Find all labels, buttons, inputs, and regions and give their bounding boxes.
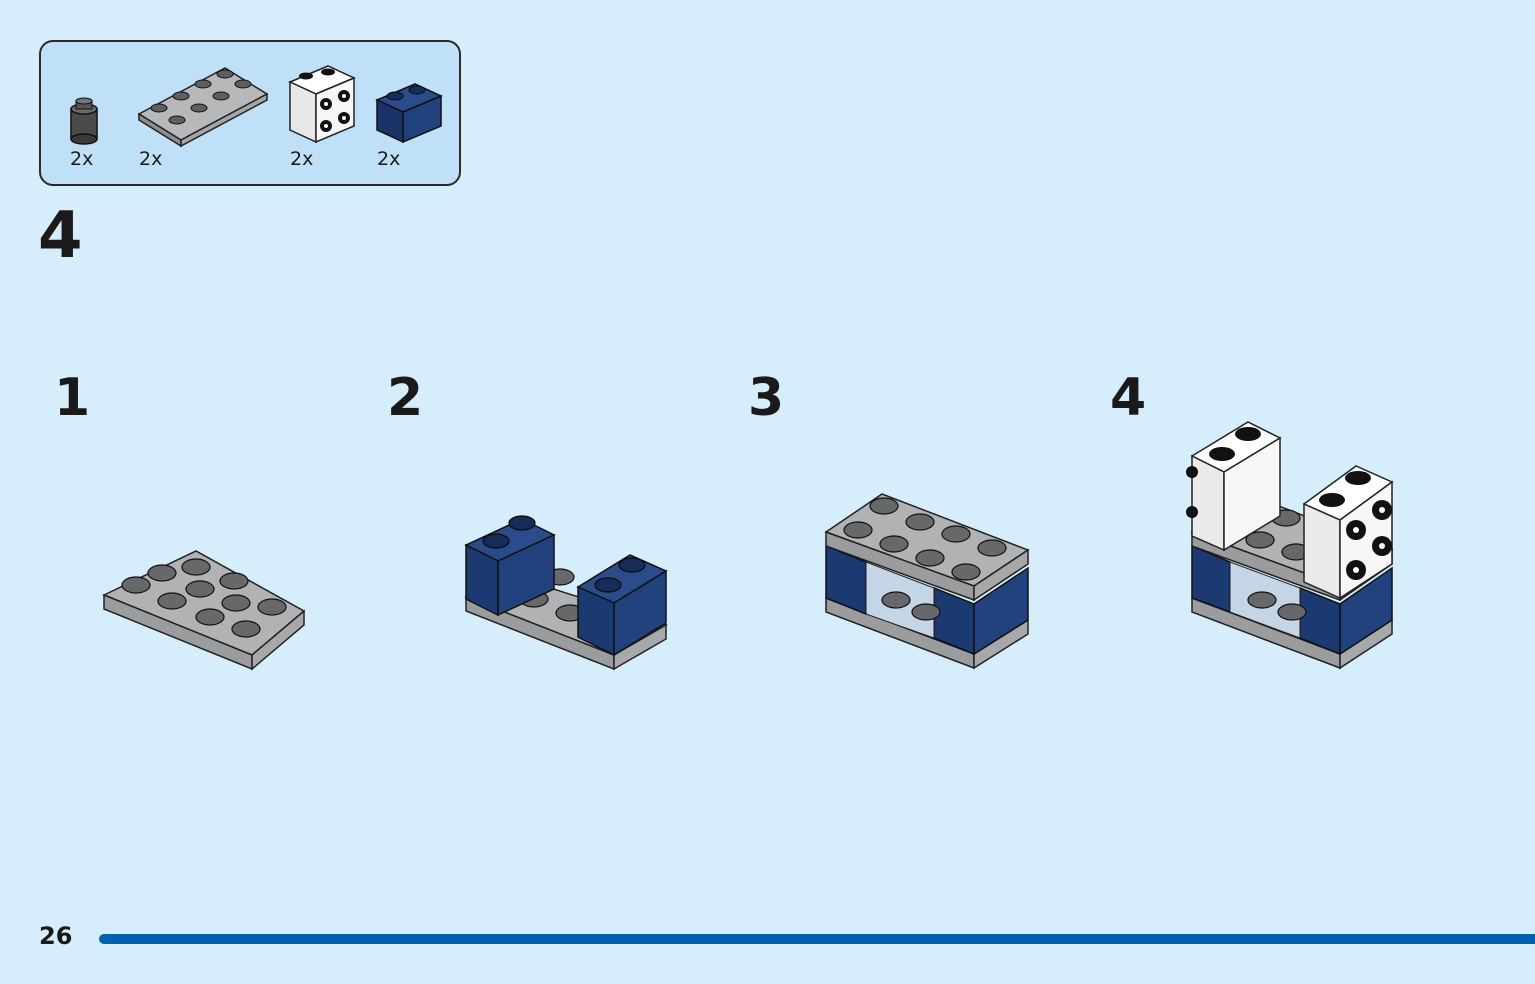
build-illustration-2	[464, 515, 668, 671]
build-illustration-4	[1186, 421, 1394, 670]
page-number: 26	[39, 922, 73, 950]
round-brick-icon	[70, 97, 98, 145]
main-step-number: 4	[38, 199, 83, 273]
part-qty: 2x	[377, 148, 401, 170]
sub-step-number-1: 1	[54, 368, 91, 428]
white-brick-studs-icon	[288, 65, 356, 144]
blue-brick-icon	[375, 83, 443, 144]
build-illustration-3	[824, 493, 1030, 670]
part-qty: 2x	[139, 148, 163, 170]
part-qty: 2x	[290, 148, 314, 170]
page-progress-bar	[99, 934, 1535, 944]
sub-step-number-3: 3	[748, 368, 785, 428]
sub-step-number-4: 4	[1110, 368, 1147, 428]
sub-step-number-2: 2	[387, 368, 424, 428]
build-illustration-1	[102, 550, 306, 671]
plate-2x4-icon	[137, 67, 269, 148]
parts-callout: 2x 2x 2x	[39, 40, 461, 186]
part-qty: 2x	[70, 148, 94, 170]
